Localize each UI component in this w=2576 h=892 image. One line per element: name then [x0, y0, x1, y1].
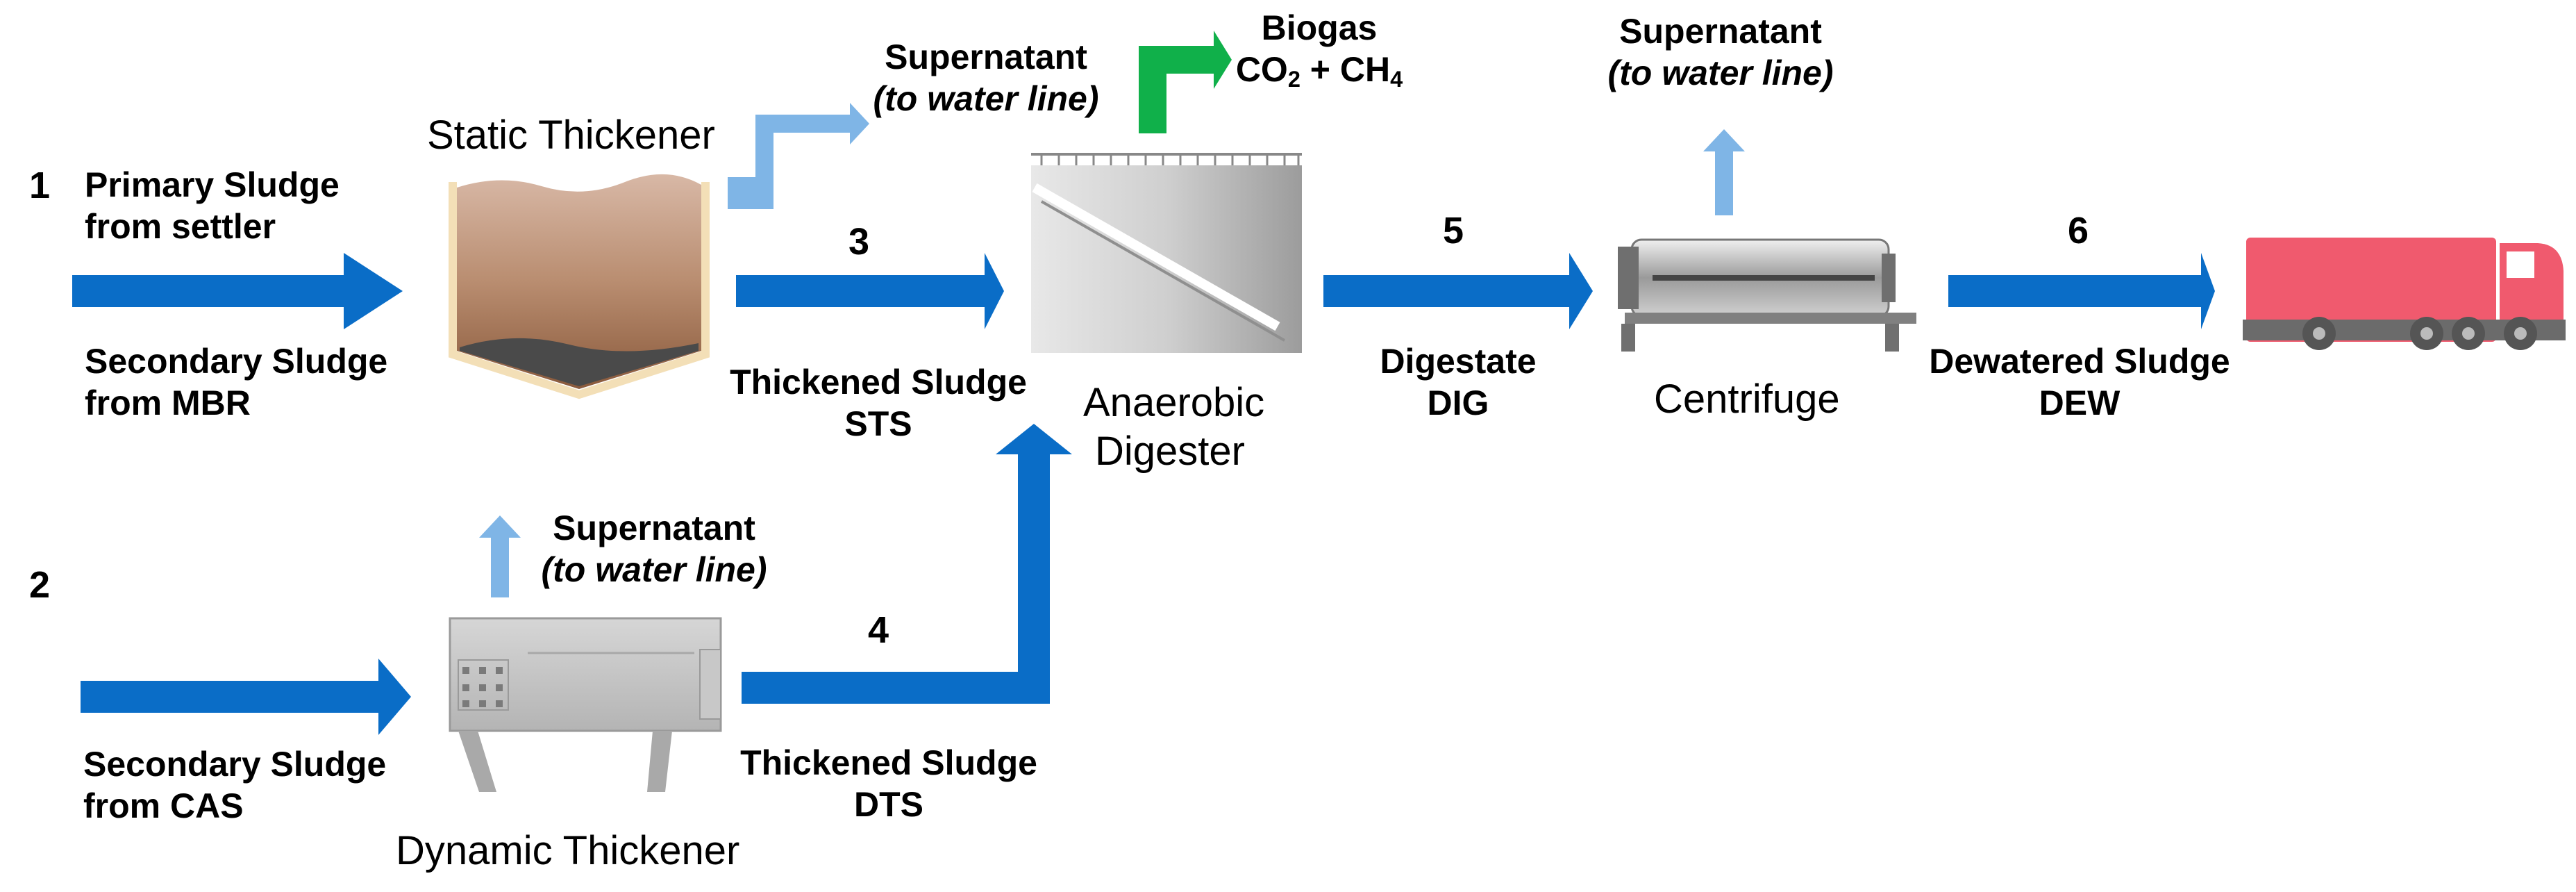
truck-icon: [2243, 238, 2566, 350]
arrow-supernatant-centrifuge: [1703, 129, 1745, 215]
arrow-dts-to-digester: [742, 424, 1072, 704]
step-number-6: 6: [2068, 210, 2089, 251]
arrow-dew-to-truck: [1948, 253, 2215, 329]
centrifuge-icon: [1618, 238, 1916, 352]
supernatant-dynamic-label: Supernatant (to water line): [541, 509, 767, 589]
supernatant-static-label: Supernatant (to water line): [873, 38, 1099, 118]
biogas-label: Biogas CO2 + CH4: [1222, 7, 1416, 93]
centrifuge-label: Centrifuge: [1654, 377, 1840, 422]
static-thickener-label: Static Thickener: [427, 113, 715, 158]
dynamic-thickener-icon: [449, 617, 722, 792]
arrow-supernatant-dynamic: [479, 515, 521, 597]
arrow-primary-to-static: [72, 253, 403, 329]
step-number-1: 1: [29, 165, 51, 206]
static-thickener-icon: [449, 174, 710, 399]
step-number-4: 4: [868, 609, 889, 651]
step-number-5: 5: [1443, 210, 1464, 251]
arrow-sts-to-digester: [736, 253, 1004, 329]
arrow-biogas: [1139, 31, 1232, 133]
biogas-formula: CO2 + CH4: [1235, 50, 1403, 92]
dynamic-thickener-label: Dynamic Thickener: [396, 828, 740, 873]
supernatant-centrifuge-label: Supernatant (to water line): [1607, 12, 1834, 92]
arrow-secondary-cas-to-dynamic: [81, 659, 411, 735]
arrow-supernatant-static: [728, 103, 869, 209]
anaerobic-digester-icon: [1031, 153, 1302, 353]
step-number-2: 2: [29, 564, 51, 606]
step-number-3: 3: [848, 221, 870, 263]
arrow-dig-to-centrifuge: [1323, 253, 1593, 329]
